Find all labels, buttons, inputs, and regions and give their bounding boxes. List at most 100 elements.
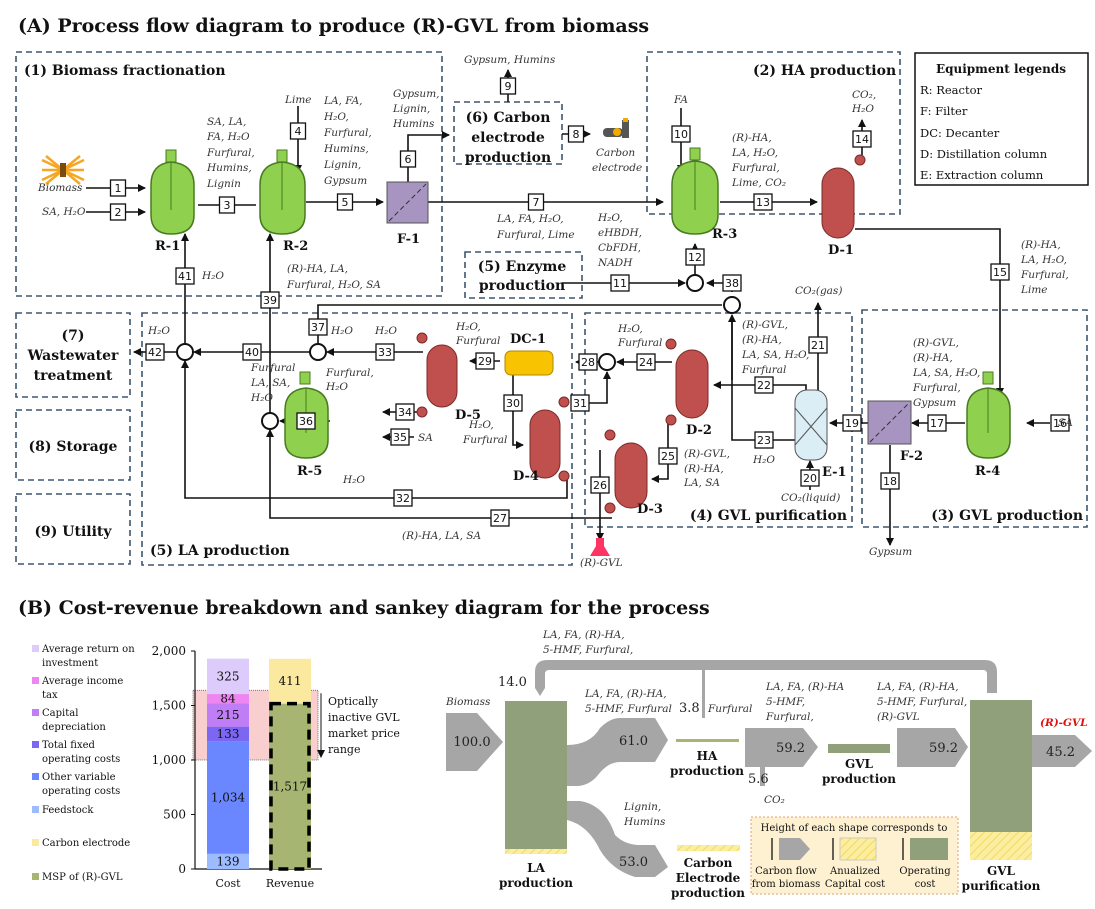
label-line: LA, FA,: [323, 95, 363, 107]
label-s13: (R)-HA, LA, H₂O, Furfural, Lime, CO₂: [731, 132, 786, 189]
stream-number: 8: [573, 128, 580, 141]
stream-number: 42: [148, 346, 162, 359]
label-s42: H₂O: [147, 325, 170, 337]
label-line: Lignin,: [323, 159, 361, 171]
y-tick-label: 2,000: [152, 644, 186, 658]
stream-number: 36: [299, 415, 313, 428]
label-line: (R)-GVL,: [684, 448, 730, 460]
stream-number: 12: [688, 251, 702, 264]
label-s17: (R)-GVL, (R)-HA, LA, SA, H₂O, Furfural, …: [912, 337, 980, 409]
section-5-box: [141, 312, 573, 566]
sankey-value-45-2: 45.2: [1046, 745, 1075, 760]
y-tick-label: 500: [163, 808, 186, 822]
legend-label: Average income: [41, 676, 123, 687]
stream-number: 3: [224, 199, 231, 212]
label-s6: Gypsum, Lignin, Humins: [392, 88, 440, 130]
section-2-title: (2) HA production: [753, 63, 896, 79]
stream-33: 33: [375, 343, 395, 361]
section-5-title: (5) LA production: [150, 543, 290, 559]
section-8-box: [15, 409, 131, 481]
label-s32: H₂O: [342, 474, 365, 486]
label-s34-2: H₂O: [325, 381, 348, 393]
label-line: LA, H₂O,: [731, 147, 778, 159]
stream-number: 37: [311, 321, 325, 334]
sankey-node-label-gvl-2: production: [822, 772, 896, 786]
sankey-value-59-2a: 59.2: [776, 741, 805, 756]
bar-data-label: 139: [217, 854, 240, 868]
sankey-label-co2: CO₂: [764, 794, 785, 806]
label-s14-1: CO₂,: [852, 89, 876, 101]
label-line: Humins,: [323, 143, 369, 155]
sankey-node-label-ha-2: production: [670, 764, 744, 778]
label-line: Furfural,: [206, 147, 255, 159]
range-annotation: Optically: [328, 695, 379, 708]
msp-outline: [269, 701, 311, 871]
stream-21: 21: [808, 336, 828, 354]
stream-number: 40: [245, 346, 259, 359]
sankey-node-gvl: [828, 744, 890, 753]
sankey-key-title: Height of each shape corresponds to: [761, 823, 948, 834]
stream-number: 41: [178, 270, 192, 283]
stream-39: 39: [260, 291, 280, 309]
label-line: (R)-HA,: [742, 334, 782, 346]
label-s34-1: Furfural,: [325, 367, 374, 379]
stream-31: 31: [570, 394, 590, 412]
label-line: (R)-HA,: [732, 132, 772, 144]
legend-label: Feedstock: [42, 805, 94, 816]
label-r4: R-4: [975, 464, 1000, 479]
label-d3: D-3: [637, 502, 663, 517]
label-line: H₂O,: [597, 212, 623, 224]
label-line: Furfural,: [912, 382, 961, 394]
bar-segment-total-fixed-operating-costs: [207, 726, 249, 742]
sankey-node-label-ce-1: Carbon: [684, 856, 733, 870]
section-8-title: (8) Storage: [29, 439, 118, 455]
stream-number: 5: [342, 196, 349, 209]
label-line: (R)-GVL,: [913, 337, 959, 349]
section-6-title-3: production: [465, 150, 551, 166]
legend-label: depreciation: [42, 722, 106, 733]
section-3-box: [861, 309, 1088, 528]
label-line: (R)-HA,: [684, 463, 724, 475]
legend-label: Other variable: [42, 772, 116, 783]
stream-40: 40: [242, 343, 262, 361]
legend-label: Carbon electrode: [42, 838, 130, 849]
sankey-node-pur-capital: [970, 832, 1032, 860]
stream-number: 6: [405, 153, 412, 166]
stream-number: 30: [506, 397, 520, 410]
sankey-node-la-operating: [505, 701, 567, 849]
label-r1: R-1: [155, 239, 180, 254]
sankey-node-ha: [676, 739, 739, 742]
label-s25: (R)-GVL, (R)-HA, LA, SA: [683, 448, 730, 489]
label-s30-1: H₂O,: [468, 419, 494, 431]
label-sa-h2o: SA, H₂O: [42, 206, 86, 218]
label-line: SA, LA,: [207, 116, 246, 128]
key-operating-shape: [910, 838, 948, 860]
bar-data-label: 1,034: [211, 790, 246, 804]
reactor-r4: R-4: [966, 371, 1011, 479]
sankey-key: Height of each shape corresponds to Carb…: [750, 816, 959, 895]
stream-41: 41: [175, 267, 195, 285]
sankey-flow-53: [567, 801, 668, 877]
section-2-box: [646, 51, 901, 215]
sankey-gvl-in-1: LA, FA, (R)-HA: [765, 681, 845, 693]
label-d5: D-5: [455, 408, 481, 423]
stream-8: 8: [567, 125, 585, 143]
label-s29-2: Furfural: [455, 335, 500, 347]
legend-item: DC: Decanter: [920, 126, 1000, 140]
decanter-dc1: DC-1: [504, 332, 554, 376]
stream-number: 19: [845, 417, 859, 430]
stream-number: 7: [533, 196, 540, 209]
panel-b-title: (B) Cost-revenue breakdown and sankey di…: [18, 597, 710, 619]
sankey-label-biomass: Biomass: [445, 696, 491, 708]
section-1-box: [15, 51, 443, 297]
key-flow-shape: [779, 838, 810, 860]
stream-number: 14: [855, 133, 869, 146]
stream-18: 18: [880, 472, 900, 490]
stream-12: 12: [685, 248, 705, 266]
sankey-gvl-in-3: Furfural,: [765, 711, 814, 723]
